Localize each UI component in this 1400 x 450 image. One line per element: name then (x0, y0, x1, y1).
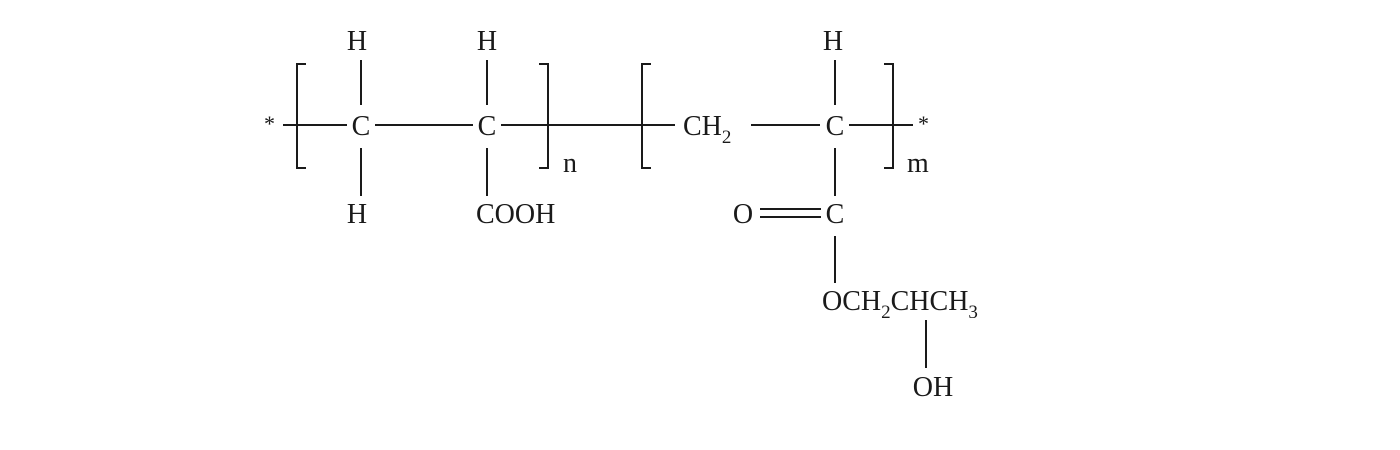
bracket-2-right (884, 63, 894, 169)
right-end-asterisk: * (918, 111, 929, 136)
subscript-m: m (907, 148, 929, 179)
atom-h-top-2: H (477, 26, 497, 57)
left-end-asterisk: * (264, 111, 275, 136)
subscript-n: n (563, 148, 577, 179)
atom-carbonyl-c: C (826, 199, 845, 230)
atom-c1: C (352, 111, 371, 142)
group-ester-chain: OCH2CHCH3 (822, 286, 978, 323)
group-cooh: COOH (476, 199, 555, 230)
bracket-1-left (296, 63, 306, 169)
bracket-2-left (641, 63, 651, 169)
bracket-1-right (539, 63, 549, 169)
group-hydroxyl: OH (913, 372, 953, 403)
atom-carbonyl-o: O (733, 199, 753, 230)
atom-h-bottom-1: H (347, 199, 367, 230)
atom-h-top-1: H (347, 26, 367, 57)
atom-c2: C (478, 111, 497, 142)
group-ch2: CH2 (683, 111, 731, 148)
atom-c3: C (826, 111, 845, 142)
atom-h-top-3: H (823, 26, 843, 57)
